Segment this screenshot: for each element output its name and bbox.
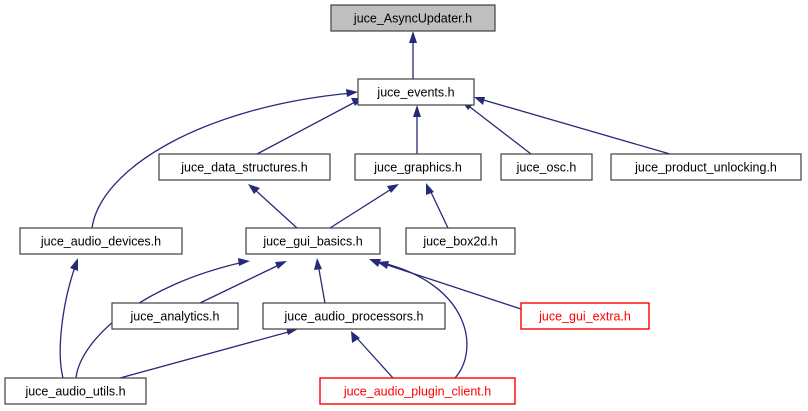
arrowhead-audio_processors-to-gui_basics xyxy=(314,258,322,270)
node-box-async_updater[interactable] xyxy=(330,4,496,32)
edge-gui_basics-to-graphics xyxy=(329,187,394,229)
node-box-analytics[interactable] xyxy=(111,302,239,330)
arrowhead-audio_devices-to-events xyxy=(346,89,358,97)
node-gui_extra[interactable]: juce_gui_extra.h xyxy=(520,302,650,330)
node-label-audio_devices: juce_audio_devices.h xyxy=(40,234,161,248)
node-graphics[interactable]: juce_graphics.h xyxy=(354,153,482,181)
node-box-product_unlocking[interactable] xyxy=(610,153,802,181)
node-label-box2d: juce_box2d.h xyxy=(422,234,497,248)
node-label-gui_basics: juce_gui_basics.h xyxy=(262,234,362,248)
node-label-product_unlocking: juce_product_unlocking.h xyxy=(634,160,777,174)
node-label-audio_utils: juce_audio_utils.h xyxy=(24,384,125,398)
node-box-data_structures[interactable] xyxy=(158,153,331,181)
node-gui_basics[interactable]: juce_gui_basics.h xyxy=(245,227,381,255)
edge-box2d-to-graphics xyxy=(428,187,449,229)
node-box-graphics[interactable] xyxy=(354,153,482,181)
arrowhead-gui_basics-to-data_structures xyxy=(248,184,260,194)
arrowhead-audio_plugin_client-to-gui_basics xyxy=(377,261,389,269)
node-analytics[interactable]: juce_analytics.h xyxy=(111,302,239,330)
edge-audio_utils-to-audio_processors xyxy=(119,330,293,379)
edge-product_unlocking-to-events xyxy=(479,98,671,155)
arrowhead-analytics-to-gui_basics xyxy=(275,261,287,269)
node-label-graphics: juce_graphics.h xyxy=(373,160,462,174)
edge-audio_plugin_client-to-gui_basics xyxy=(382,262,468,379)
edge-audio_processors-to-gui_basics xyxy=(317,263,326,304)
arrowhead-events-to-async_updater xyxy=(409,31,417,43)
node-product_unlocking[interactable]: juce_product_unlocking.h xyxy=(610,153,802,181)
node-label-data_structures: juce_data_structures.h xyxy=(180,160,308,174)
node-label-audio_plugin_client: juce_audio_plugin_client.h xyxy=(343,384,491,398)
node-label-events: juce_events.h xyxy=(376,85,454,99)
arrowhead-product_unlocking-to-events xyxy=(474,97,485,105)
node-audio_utils[interactable]: juce_audio_utils.h xyxy=(4,377,147,405)
node-events[interactable]: juce_events.h xyxy=(357,78,475,106)
node-label-gui_extra: juce_gui_extra.h xyxy=(538,309,631,323)
edges-layer xyxy=(59,31,671,379)
nodes-layer: juce_AsyncUpdater.h juce_events.h juce_dat… xyxy=(4,4,802,405)
node-box-audio_utils[interactable] xyxy=(4,377,147,405)
node-label-audio_processors: juce_audio_processors.h xyxy=(284,309,424,323)
edge-osc-to-events xyxy=(465,103,532,155)
edge-gui_extra-to-gui_basics xyxy=(374,260,522,310)
arrowhead-audio_utils-to-gui_basics xyxy=(238,258,250,266)
node-osc[interactable]: juce_osc.h xyxy=(500,153,593,181)
arrowhead-graphics-to-events xyxy=(413,105,421,117)
node-audio_plugin_client[interactable]: juce_audio_plugin_client.h xyxy=(319,377,516,405)
node-label-analytics: juce_analytics.h xyxy=(130,309,220,323)
node-async_updater[interactable]: juce_AsyncUpdater.h xyxy=(330,4,496,32)
node-box-box2d[interactable] xyxy=(405,227,516,255)
arrowhead-audio_utils-to-audio_devices xyxy=(70,258,78,271)
node-data_structures[interactable]: juce_data_structures.h xyxy=(158,153,331,181)
edge-gui_basics-to-data_structures xyxy=(252,187,298,229)
node-label-osc: juce_osc.h xyxy=(516,160,577,174)
node-box-gui_extra[interactable] xyxy=(520,302,650,330)
node-audio_processors[interactable]: juce_audio_processors.h xyxy=(262,302,446,330)
node-label-async_updater: juce_AsyncUpdater.h xyxy=(353,11,472,25)
node-box-gui_basics[interactable] xyxy=(245,227,381,255)
edge-audio_utils-to-audio_devices xyxy=(59,263,77,379)
arrowhead-box2d-to-graphics xyxy=(426,183,434,195)
edge-analytics-to-gui_basics xyxy=(199,263,282,304)
node-box-osc[interactable] xyxy=(500,153,593,181)
node-box-audio_plugin_client[interactable] xyxy=(319,377,516,405)
arrowhead-gui_extra-to-gui_basics xyxy=(369,259,381,267)
node-box2d[interactable]: juce_box2d.h xyxy=(405,227,516,255)
edge-data_structures-to-events xyxy=(256,100,358,155)
node-box-audio_devices[interactable] xyxy=(19,227,183,255)
arrowhead-gui_basics-to-graphics xyxy=(387,184,399,193)
arrowhead-audio_plugin_client-to-audio_processors xyxy=(351,331,360,343)
edge-audio_plugin_client-to-audio_processors xyxy=(354,335,394,379)
node-box-audio_processors[interactable] xyxy=(262,302,446,330)
edge-audio_devices-to-events xyxy=(91,92,353,229)
node-audio_devices[interactable]: juce_audio_devices.h xyxy=(19,227,183,255)
node-box-events[interactable] xyxy=(357,78,475,106)
